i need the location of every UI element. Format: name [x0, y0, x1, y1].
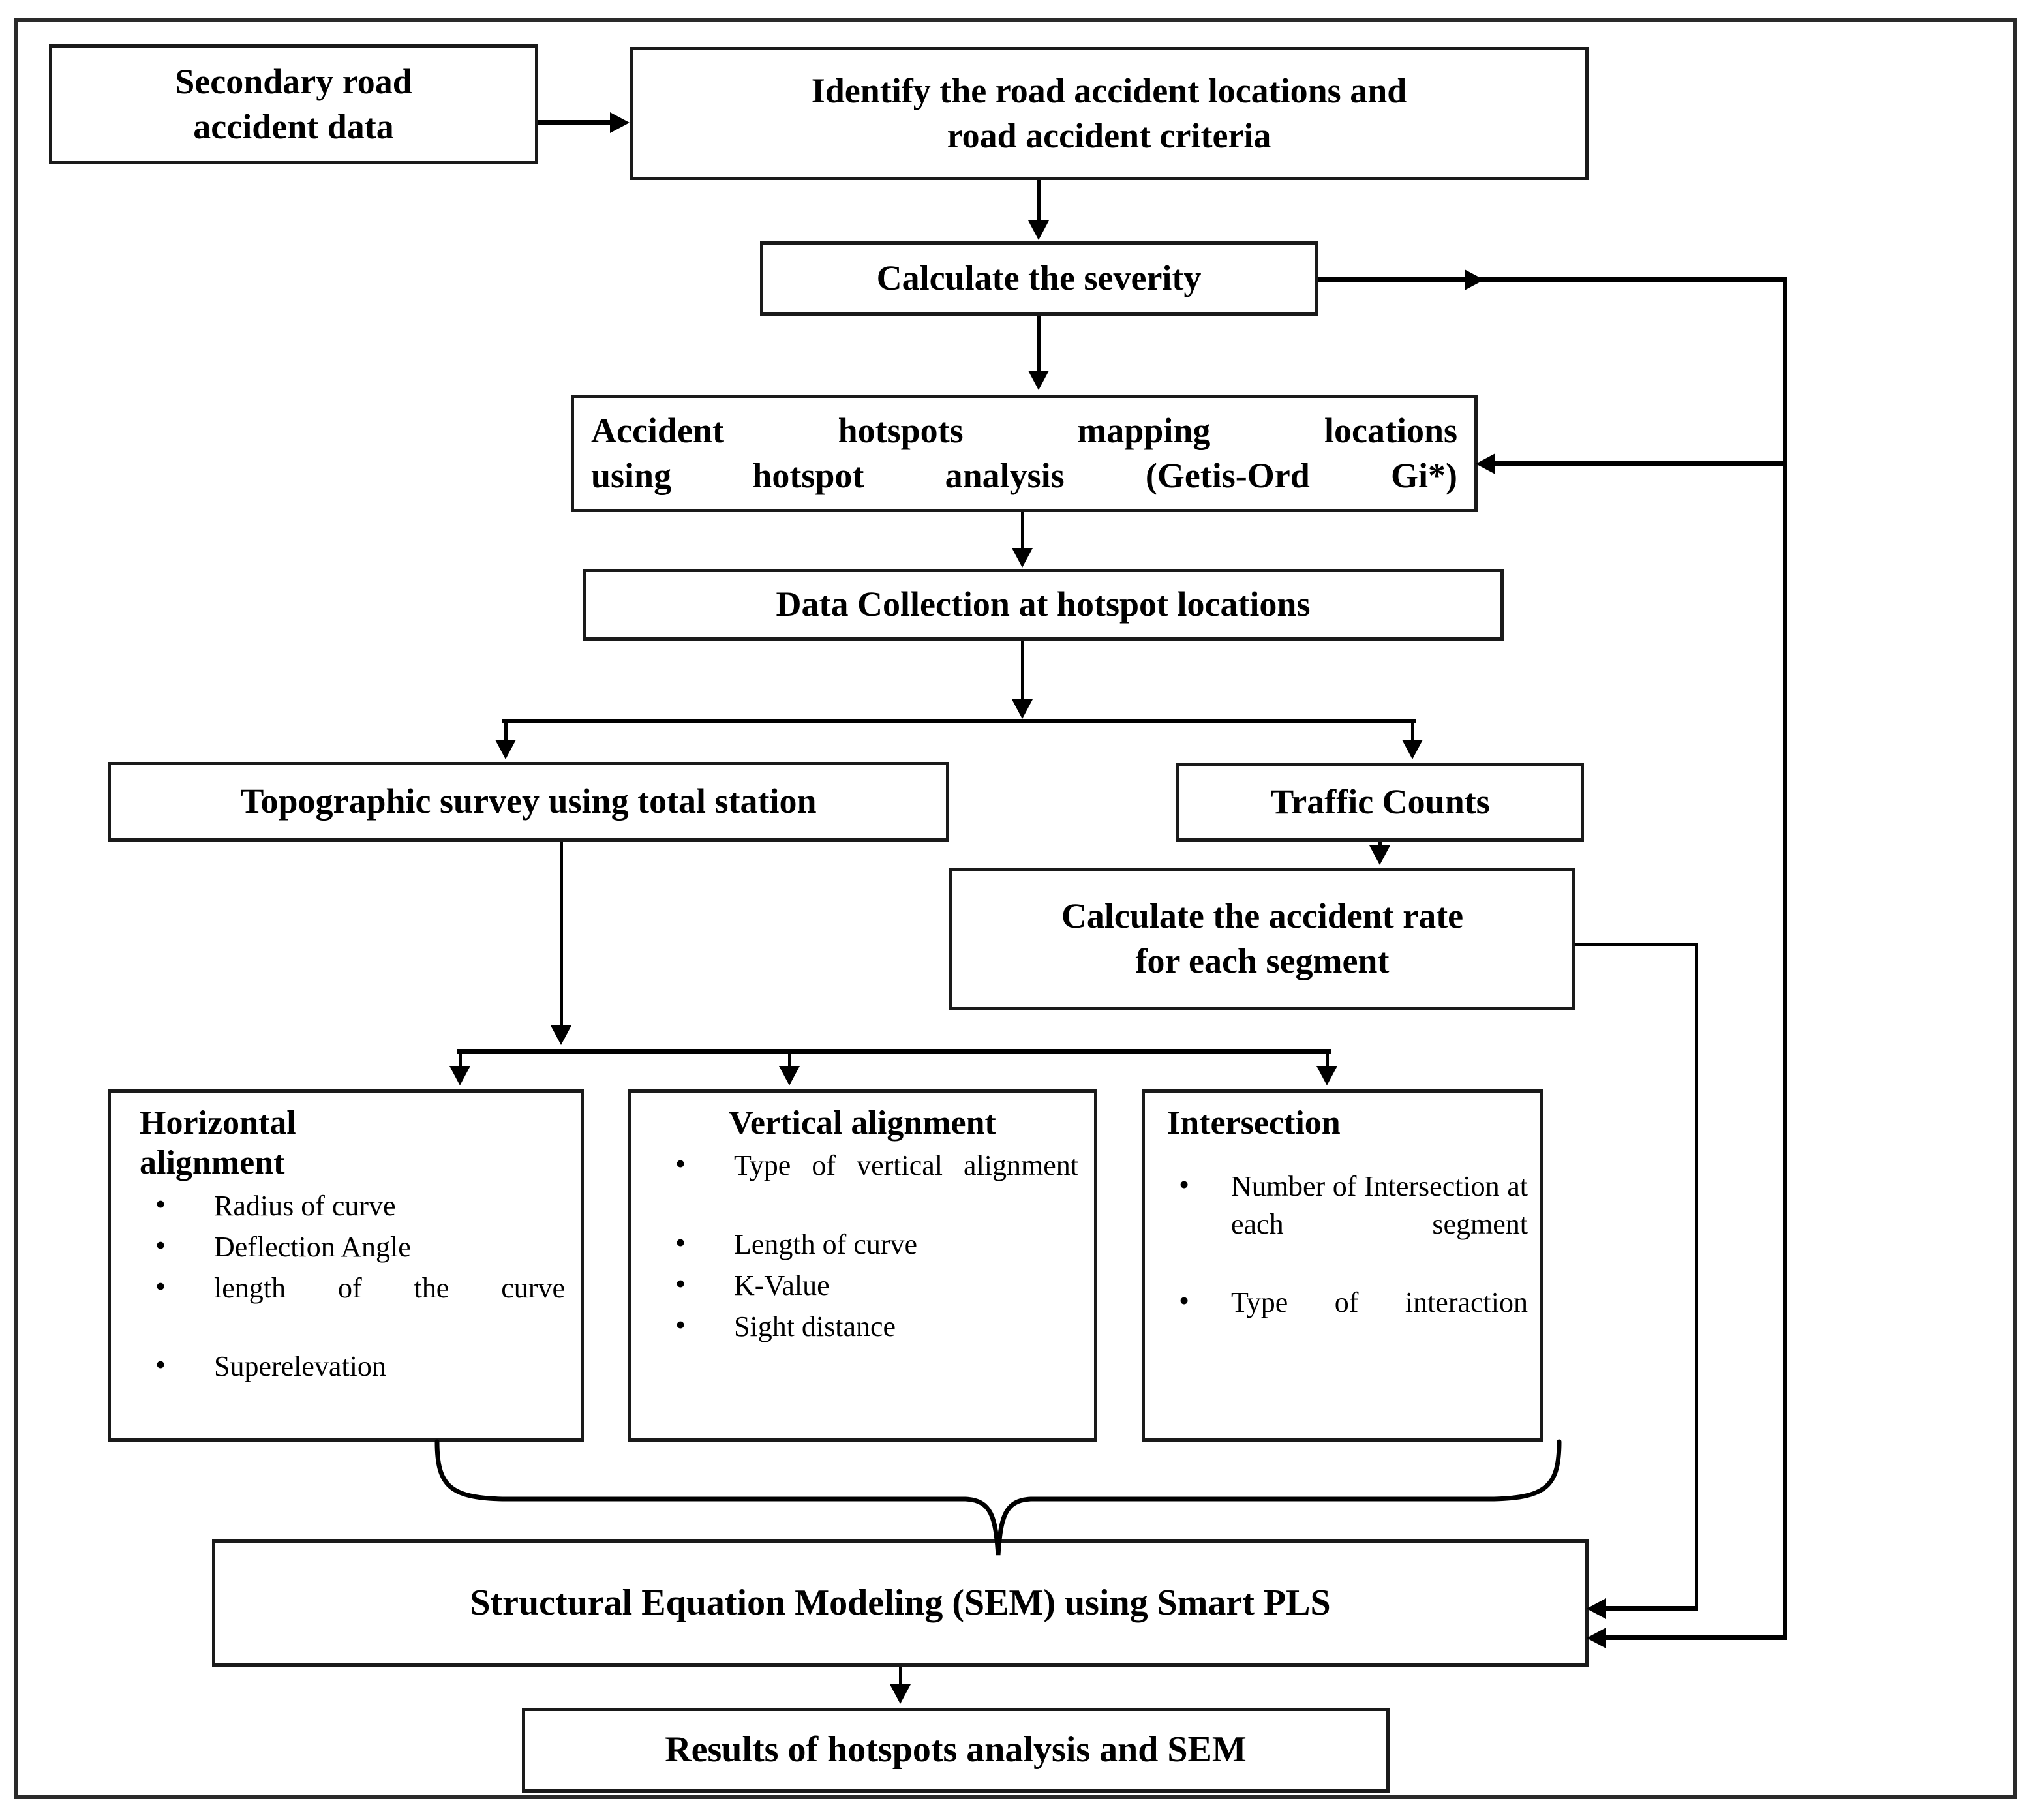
arrowhead-left	[1587, 1598, 1606, 1619]
arrowhead-down	[495, 740, 516, 759]
arrowhead-down	[551, 1025, 571, 1045]
list-item: Type of interaction	[1175, 1281, 1528, 1358]
node-hotspots-line2: using hotspot analysis (Getis-Ord Gi*)	[591, 456, 1457, 495]
node-sem-label: Structural Equation Modeling (SEM) using…	[470, 1582, 1331, 1623]
connector-feedback-to-hotspots	[1482, 461, 1786, 466]
node-data-collection-label: Data Collection at hotspot locations	[776, 584, 1311, 624]
arrowhead-down	[1012, 548, 1033, 568]
horizontal-alignment-heading-line2: alignment	[140, 1144, 285, 1182]
node-calculate-accident-rate: Calculate the accident rate for each seg…	[949, 868, 1575, 1010]
node-data-collection-at-hotspot-locations: Data Collection at hotspot locations	[583, 569, 1504, 641]
arrowhead-down	[1402, 740, 1423, 759]
list-item: Deflection Angle	[151, 1226, 565, 1266]
arrowhead-down	[779, 1066, 800, 1085]
arrowhead-down	[1316, 1066, 1337, 1085]
connector-severity-to-hotspots	[1037, 316, 1041, 373]
arrowhead-down	[890, 1684, 911, 1704]
intersection-list: Number of Intersection at each segment T…	[1145, 1165, 1540, 1362]
list-item: K-Value	[671, 1264, 1078, 1304]
connector-sem-to-results	[899, 1667, 902, 1688]
list-item: length of the curve	[151, 1267, 565, 1344]
connector-secondary-to-identify	[538, 120, 613, 125]
list-item: Number of Intersection at each segment	[1175, 1165, 1528, 1280]
horizontal-alignment-list: Radius of curve Deflection Angle length …	[111, 1185, 581, 1389]
node-traffic-counts: Traffic Counts	[1176, 763, 1584, 842]
intersection-heading: Intersection	[1167, 1104, 1341, 1142]
connector-accident-rate-down	[1695, 943, 1698, 1609]
connector-hotspots-to-data-collection	[1021, 512, 1024, 550]
connector-identify-to-severity	[1037, 180, 1041, 223]
node-results-label: Results of hotspots analysis and SEM	[665, 1729, 1247, 1770]
outer-frame-border	[14, 18, 2017, 1799]
arrowhead-down	[1012, 699, 1033, 719]
list-item: Length of curve	[671, 1223, 1078, 1263]
node-calculate-severity: Calculate the severity	[760, 241, 1318, 316]
connector-accident-rate-to-sem	[1595, 1606, 1698, 1611]
node-accident-rate-line2: for each segment	[1135, 941, 1390, 980]
arrowhead-down	[1028, 371, 1049, 390]
node-identify-line2: road accident criteria	[947, 116, 1271, 155]
arrowhead-right	[610, 112, 630, 133]
node-secondary-road-accident-data: Secondary road accident data	[49, 44, 538, 164]
node-secondary-data-line1: Secondary road	[175, 61, 412, 101]
arrowhead-left	[1476, 453, 1495, 474]
connector-bus-to-horizontal	[459, 1049, 462, 1070]
connector-branch-to-traffic-counts	[1411, 719, 1414, 744]
list-item: Sight distance	[671, 1305, 1078, 1345]
node-structural-equation-modeling: Structural Equation Modeling (SEM) using…	[212, 1539, 1589, 1667]
connector-data-collection-down	[1021, 641, 1024, 705]
connector-bus-to-intersection	[1326, 1049, 1329, 1070]
connector-branch-to-topographic	[504, 719, 508, 744]
vertical-alignment-list: Type of vertical alignment Length of cur…	[631, 1144, 1094, 1349]
node-hotspots-line1: Accident hotspots mapping locations	[591, 410, 1457, 450]
node-calculate-severity-label: Calculate the severity	[876, 258, 1202, 298]
connector-feedback-to-sem	[1595, 1635, 1787, 1640]
list-item: Radius of curve	[151, 1185, 565, 1224]
arrowhead-right	[1465, 269, 1484, 290]
connector-right-trunk	[1783, 277, 1787, 1637]
connector-topographic-down	[560, 842, 563, 1031]
list-item: Superelevation	[151, 1345, 565, 1385]
arrowhead-down	[449, 1066, 470, 1085]
node-accident-hotspots-mapping: Accident hotspots mapping locations usin…	[571, 395, 1478, 512]
node-topographic-survey-label: Topographic survey using total station	[240, 781, 817, 821]
node-identify-line1: Identify the road accident locations and	[811, 70, 1407, 110]
vertical-alignment-heading: Vertical alignment	[729, 1104, 996, 1142]
connector-split-bus-top	[502, 719, 1416, 723]
node-accident-rate-line1: Calculate the accident rate	[1061, 896, 1464, 935]
arrowhead-left	[1587, 1628, 1606, 1648]
node-results-hotspots-sem: Results of hotspots analysis and SEM	[522, 1708, 1390, 1793]
node-horizontal-alignment: Horizontal alignment Radius of curve Def…	[108, 1089, 584, 1442]
node-intersection: Intersection Number of Intersection at e…	[1142, 1089, 1543, 1442]
connector-bus-to-vertical	[788, 1049, 791, 1070]
connector-accident-rate-right	[1575, 943, 1698, 946]
list-item: Type of vertical alignment	[671, 1144, 1078, 1221]
arrowhead-down	[1028, 220, 1049, 240]
node-identify-road-accident-locations: Identify the road accident locations and…	[630, 47, 1589, 180]
connector-severity-to-feedback-right	[1318, 277, 1784, 282]
node-topographic-survey: Topographic survey using total station	[108, 762, 949, 842]
node-secondary-data-line2: accident data	[193, 107, 394, 146]
connector-three-way-bus	[457, 1049, 1331, 1054]
connector-traffic-counts-to-accident-rate	[1378, 842, 1382, 848]
node-traffic-counts-label: Traffic Counts	[1270, 782, 1490, 822]
node-vertical-alignment: Vertical alignment Type of vertical alig…	[628, 1089, 1097, 1442]
arrowhead-down	[1369, 845, 1390, 865]
brace-connector-to-sem	[434, 1439, 1562, 1556]
horizontal-alignment-heading-line1: Horizontal	[140, 1104, 296, 1142]
